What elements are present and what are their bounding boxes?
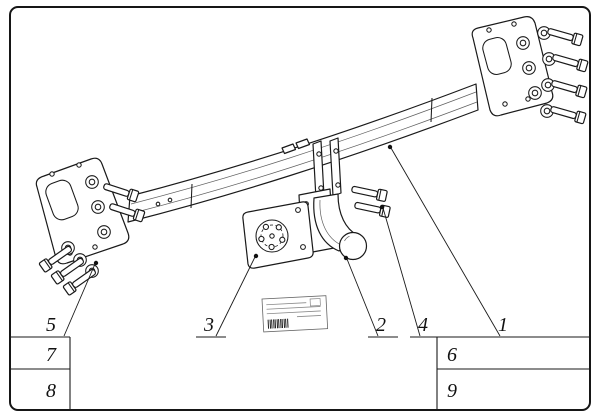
washer xyxy=(85,175,99,189)
crossbeam xyxy=(127,83,479,223)
info-sticker xyxy=(261,295,329,333)
hex-bolt xyxy=(545,25,584,47)
callout-2: 2 xyxy=(376,314,386,336)
callout-3: 3 xyxy=(203,314,214,336)
receiver-fork xyxy=(312,137,342,200)
washer xyxy=(97,225,111,239)
hex-bolt xyxy=(549,77,588,99)
callout-table xyxy=(10,336,590,410)
border-frame xyxy=(9,6,591,411)
right-mounting-bracket xyxy=(471,16,554,117)
hex-bolt xyxy=(548,103,587,125)
beam-mount-tabs xyxy=(281,138,311,155)
callout-5: 5 xyxy=(46,314,56,336)
washer xyxy=(522,61,536,75)
callout-6: 6 xyxy=(447,344,457,366)
callout-1: 1 xyxy=(498,314,508,336)
washer xyxy=(516,36,530,50)
washer xyxy=(91,200,105,214)
callout-leaders xyxy=(63,144,501,337)
callout-7: 7 xyxy=(46,344,57,366)
callout-labels: 1 2 3 4 5 6 7 8 9 xyxy=(46,314,508,402)
right-bolt-set xyxy=(545,25,589,125)
washer xyxy=(528,86,542,100)
flange-plate xyxy=(242,201,314,269)
hex-bolt xyxy=(550,51,589,73)
callout-8: 8 xyxy=(46,380,56,402)
barcode xyxy=(267,318,289,329)
tow-ball-neck xyxy=(313,193,368,261)
hex-bolt xyxy=(350,183,388,203)
callout-9: 9 xyxy=(447,380,457,402)
tow-ball xyxy=(338,231,368,261)
callout-4: 4 xyxy=(418,314,428,336)
